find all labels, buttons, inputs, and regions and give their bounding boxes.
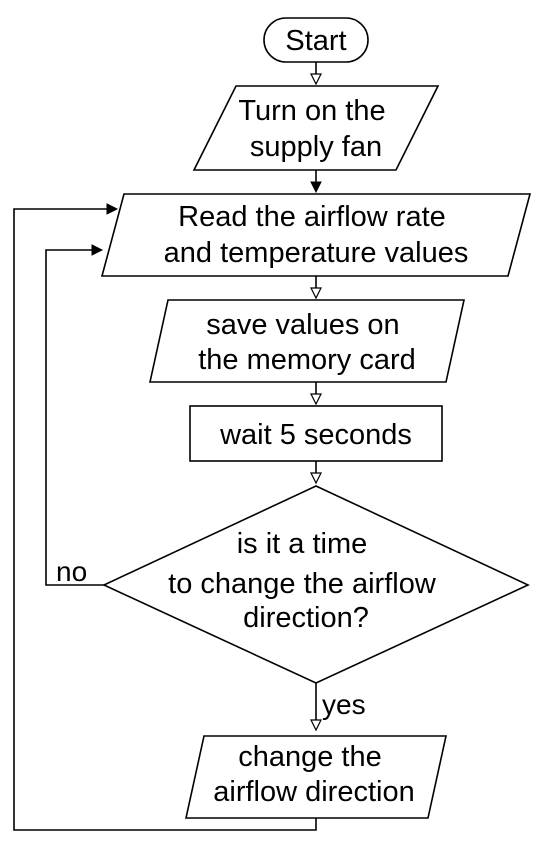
supply-fan-label: Turn on the supply fan <box>238 95 393 163</box>
decision-label: is it a time to change the airflow direc… <box>168 528 444 634</box>
read-values-label: Read the airflow rate and temperature va… <box>164 201 469 269</box>
arrow-wait-to-decision <box>310 472 322 485</box>
arrow-read-to-save <box>310 287 322 300</box>
arrow-supply-fan-to-read <box>310 181 322 194</box>
arrow-change-loop-back <box>106 203 119 215</box>
edge-label-no: no <box>56 556 87 587</box>
arrow-start-to-supply-fan <box>310 73 322 86</box>
start-terminal <box>263 17 369 63</box>
change-direction-label: change the airflow direction <box>213 741 414 808</box>
change-direction-node <box>185 735 447 819</box>
arrow-decision-to-change <box>310 719 322 732</box>
save-values-node <box>149 299 465 383</box>
decision-node <box>102 485 530 684</box>
edge-change-loop-back <box>13 208 317 831</box>
arrow-decision-no-loop <box>91 244 104 256</box>
wait-label: wait 5 seconds <box>219 419 412 451</box>
save-values-label: save values on the memory card <box>198 309 416 376</box>
edge-label-yes: yes <box>322 689 366 720</box>
start-label: Start <box>285 25 346 57</box>
wait-node <box>189 405 443 462</box>
edge-decision-no-loop <box>45 249 105 586</box>
arrow-save-to-wait <box>310 393 322 406</box>
supply-fan-node <box>192 85 440 171</box>
read-values-node <box>100 193 532 277</box>
